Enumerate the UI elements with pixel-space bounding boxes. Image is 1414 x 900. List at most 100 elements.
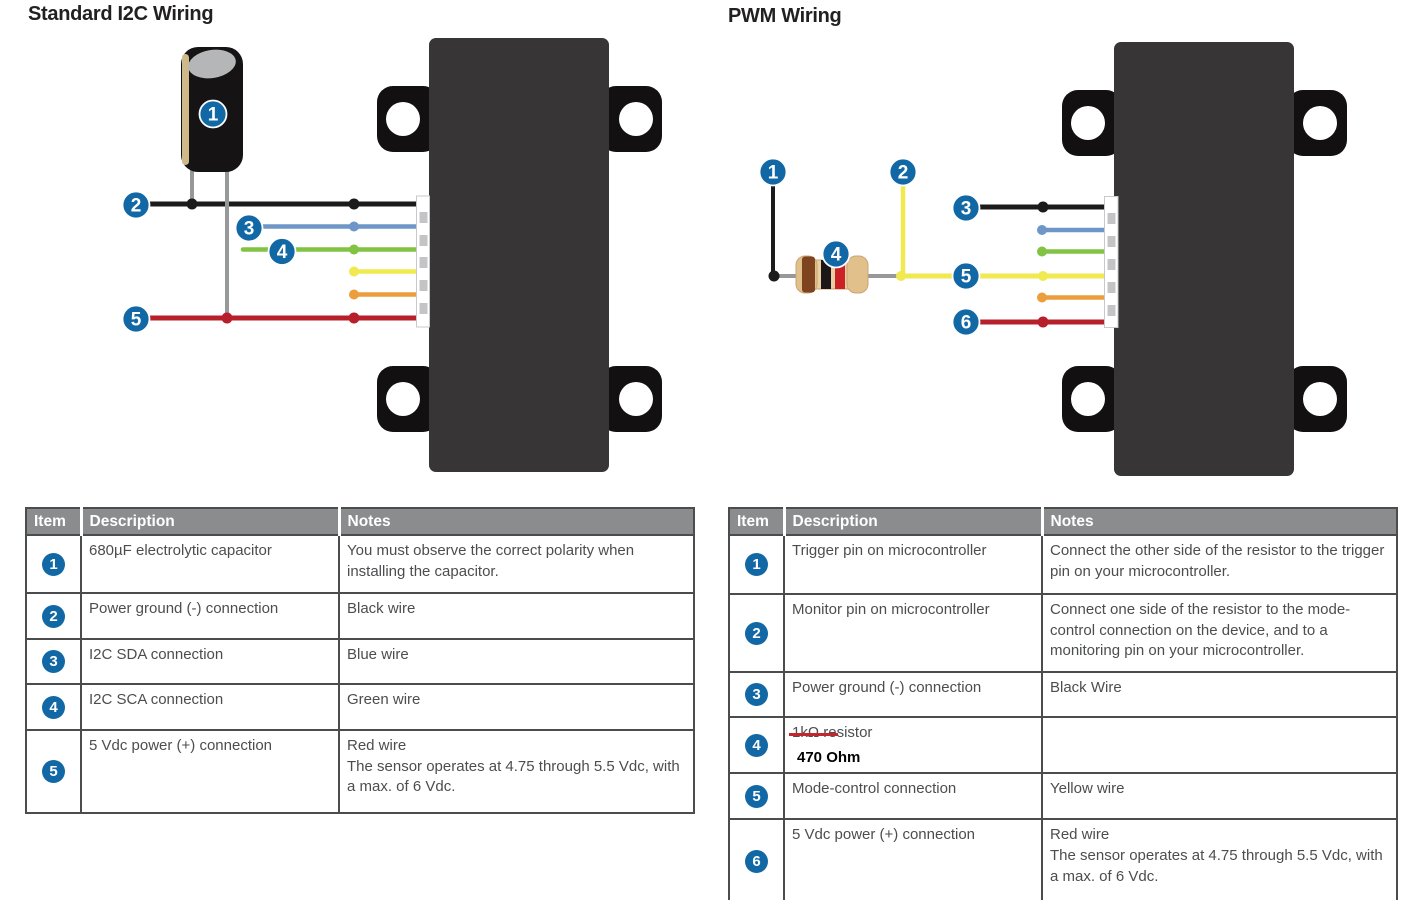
junction-dots (768, 201, 1049, 328)
note-line: Green wire (347, 691, 421, 708)
svg-text:5: 5 (131, 310, 142, 331)
item-badge: 1 (42, 552, 65, 576)
callout-1: 1 (198, 99, 228, 129)
item-cell: 2 (728, 593, 785, 673)
table-row: 4 I2C SCA connection Green wire (25, 683, 695, 731)
mount-hole (1071, 106, 1105, 140)
mount-hole (386, 102, 420, 136)
callout-1: 1 (758, 157, 788, 187)
notes-cell: Connect the other side of the resistor t… (1041, 534, 1398, 595)
resistor-band-brown (802, 256, 815, 293)
notes-cell: Connect one side of the resistor to the … (1041, 593, 1398, 673)
callout-3: 3 (234, 213, 264, 243)
description-cell: Monitor pin on microcontroller (783, 593, 1043, 673)
wires (771, 183, 1109, 325)
column-header-item: Item (728, 507, 785, 536)
column-header-item: Item (25, 507, 82, 536)
note-line: Red wire (1050, 826, 1110, 844)
mount-hole (619, 102, 653, 136)
mount-hole (619, 382, 653, 416)
item-cell: 4 (728, 715, 785, 775)
svg-text:5: 5 (961, 267, 972, 288)
callout-2: 2 (888, 157, 918, 187)
svg-text:4: 4 (277, 242, 288, 263)
item-badge: 2 (745, 621, 768, 645)
notes-cell: Yellow wire (1041, 772, 1398, 821)
sensor-mounting-tabs (1062, 90, 1347, 432)
note-line: You must observe the correct polarity wh… (347, 542, 635, 580)
notes-cell: Black Wire (1041, 671, 1398, 718)
item-badge: 6 (745, 849, 768, 873)
item-cell: 3 (728, 671, 785, 718)
item-cell: 4 (25, 683, 82, 731)
callout-6: 6 (951, 307, 981, 337)
item-badge: 5 (42, 760, 65, 783)
table-row: 3 I2C SDA connection Blue wire (25, 638, 695, 685)
notes-cell: Blue wire (338, 638, 695, 685)
notes-cell: Black wire (338, 592, 695, 640)
note-line: The sensor operates at 4.75 through 5.5 … (1050, 847, 1383, 885)
description-cell: 5 Vdc power (+) connection (80, 729, 340, 814)
sensor-body (429, 38, 609, 472)
table-row: 2 Power ground (-) connection Black wire (25, 592, 695, 640)
item-cell: 2 (25, 592, 82, 640)
mount-hole (386, 382, 420, 416)
item-badge: 3 (42, 650, 65, 673)
description-cell: I2C SDA connection (80, 638, 340, 685)
note-line: Connect one side of the resistor to the … (1050, 601, 1351, 660)
resistor-band-black (821, 260, 831, 289)
item-cell: 1 (25, 534, 82, 594)
callouts: 1 2 3 4 5 (121, 99, 297, 334)
note-line: The sensor operates at 4.75 through 5.5 … (347, 757, 680, 796)
note-line: Black Wire (1050, 679, 1122, 696)
capacitor-top (188, 49, 236, 79)
svg-text:1: 1 (208, 105, 219, 126)
svg-text:1: 1 (768, 163, 779, 184)
column-header-description: Description (79, 507, 340, 536)
column-header-notes: Notes (337, 507, 695, 536)
struck-out-text: 1kΩ (792, 724, 820, 741)
description-cell: 5 Vdc power (+) connection (783, 818, 1043, 900)
item-badge: 5 (745, 784, 768, 808)
note-line: Blue wire (347, 646, 409, 663)
description-cell: I2C SCA connection (80, 683, 340, 731)
resistor-band-red (835, 260, 845, 289)
column-header-description: Description (782, 507, 1043, 536)
notes-cell: Green wire (338, 683, 695, 731)
mount-hole (1071, 382, 1105, 416)
item-badge: 3 (745, 683, 768, 706)
item-badge: 4 (42, 695, 65, 719)
item-badge: 2 (42, 604, 65, 628)
column-header-notes: Notes (1040, 507, 1398, 536)
item-cell: 3 (25, 638, 82, 685)
mount-hole (1303, 382, 1337, 416)
item-badge: 4 (745, 733, 768, 757)
i2c-section-title: Standard I2C Wiring (28, 3, 214, 25)
six-pin-connector (416, 195, 430, 328)
svg-text:2: 2 (898, 163, 909, 184)
correction-annotation: 470 Ohm (797, 748, 861, 766)
table-row: 3 Power ground (-) connection Black Wire (728, 671, 1398, 718)
pwm-section-title: PWM Wiring (728, 5, 842, 27)
description-cell: 680µF electrolytic capacitor (80, 534, 340, 594)
description-cell: Mode-control connection (783, 772, 1043, 821)
callout-2: 2 (121, 190, 151, 220)
description-cell: Power ground (-) connection (80, 592, 340, 640)
description-cell: Trigger pin on microcontroller (783, 534, 1043, 595)
item-cell: 5 (728, 772, 785, 821)
svg-text:2: 2 (131, 196, 142, 217)
svg-text:3: 3 (244, 219, 255, 240)
description-cell: Power ground (-) connection (783, 671, 1043, 718)
note-line: Black wire (347, 600, 416, 617)
